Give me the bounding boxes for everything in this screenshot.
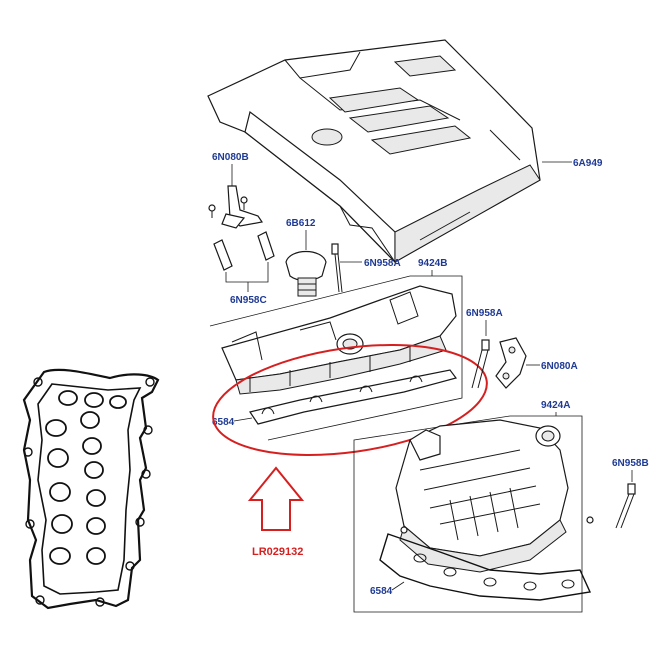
valve-cover-upper [221, 285, 457, 395]
oil-cap [285, 250, 327, 297]
label-hoses: 6N958C [230, 295, 267, 306]
label-bracket-right: 6N080A [541, 361, 578, 372]
label-oil-cap: 6B612 [286, 218, 316, 229]
highlight-ellipse [212, 344, 488, 456]
engine-cover [207, 39, 541, 264]
label-engine-cover: 6A949 [573, 158, 603, 169]
gasket-upper [249, 369, 458, 425]
label-gasket-upper: 6584 [212, 417, 235, 428]
highlight-arrow [247, 466, 305, 531]
label-cover-a: 9424A [541, 400, 570, 411]
hoses [213, 231, 275, 271]
bolt-right [471, 339, 490, 389]
callout-part-number: LR029132 [252, 546, 303, 558]
gasket-photo [22, 368, 160, 610]
gasket-lower [379, 533, 592, 601]
label-gasket-lower: 6584 [370, 586, 393, 597]
label-cover-b: 9424B [418, 258, 447, 269]
label-bolt-right: 6N958A [466, 308, 503, 319]
bolt-left [331, 243, 343, 293]
bracket-upper [208, 185, 264, 229]
label-bolt-b: 6N958B [612, 458, 649, 469]
bolt-b [615, 483, 636, 529]
bracket-right [495, 337, 527, 389]
label-bolt-left: 6N958A [364, 258, 401, 269]
label-bracket-upper: 6N080B [212, 152, 249, 163]
valve-cover-lower [395, 419, 594, 573]
